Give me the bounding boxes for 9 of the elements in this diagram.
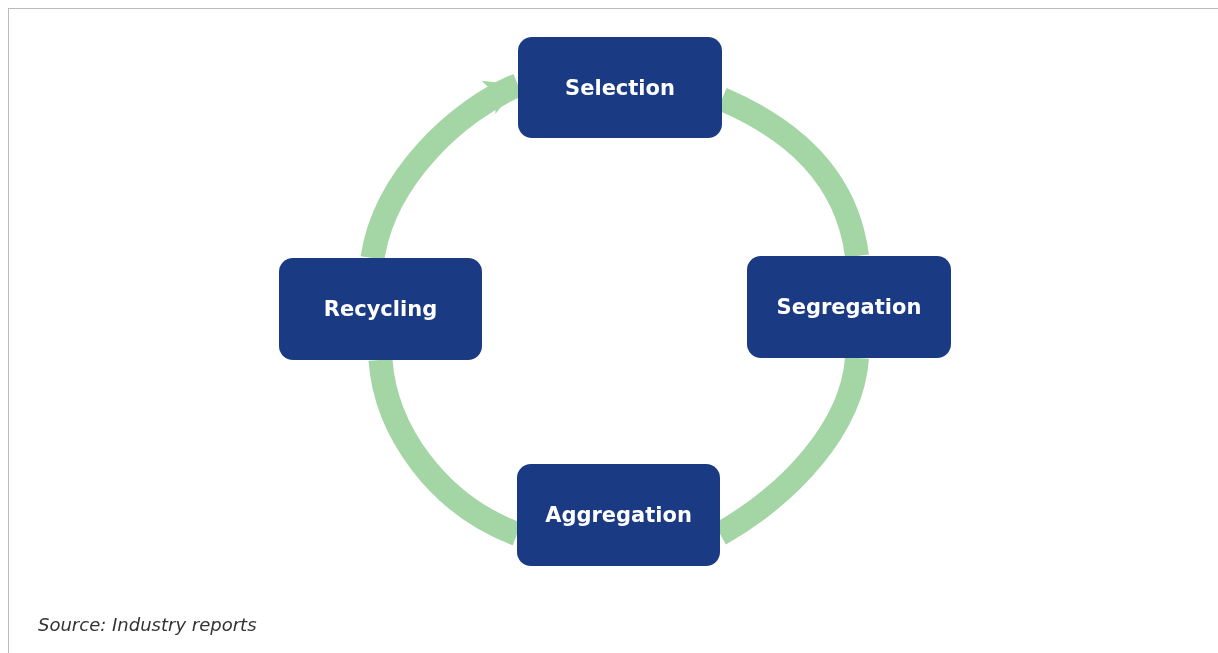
- source-note: Source: Industry reports: [38, 614, 257, 635]
- process-box: [279, 258, 482, 360]
- process-box: [518, 37, 722, 138]
- step-label: Segregation: [776, 295, 922, 319]
- process-box: [517, 464, 720, 566]
- step-label: Recycling: [323, 297, 438, 321]
- step-label: Selection: [565, 75, 675, 100]
- process-box: [747, 256, 951, 358]
- step-label: Aggregation: [545, 503, 692, 527]
